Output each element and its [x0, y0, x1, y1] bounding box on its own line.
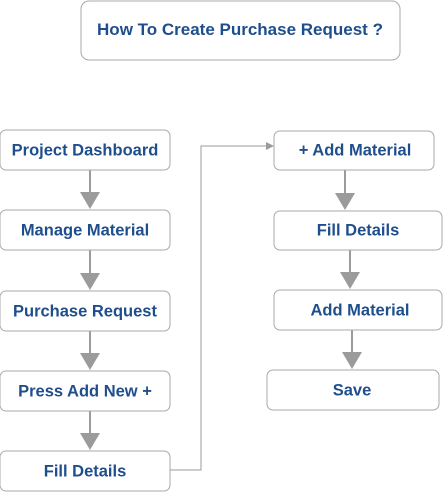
right-column-arrows	[335, 170, 362, 369]
step-manage-material: Manage Material	[0, 209, 171, 251]
step-box	[0, 370, 171, 412]
arrow-left-4-head	[80, 433, 100, 450]
title-box: How To Create Purchase Request ?	[80, 0, 401, 61]
arrow-right-2-head	[340, 272, 360, 289]
arrow-left-2-head	[80, 273, 100, 290]
step-box	[0, 129, 171, 171]
arrow-right-3-head	[342, 352, 362, 369]
column-connector-head	[266, 142, 274, 150]
diagram-title: How To Create Purchase Request ?	[97, 20, 383, 39]
step-label: + Add Material	[299, 141, 412, 159]
step-press-add-new: Press Add New +	[0, 370, 171, 412]
step-box	[273, 289, 443, 331]
title-box-border	[80, 0, 401, 61]
step-box	[273, 210, 443, 251]
step-box	[273, 130, 435, 171]
step-label: Manage Material	[21, 221, 149, 239]
step-label: Project Dashboard	[12, 141, 159, 159]
step-box	[0, 290, 171, 332]
step-label: Press Add New +	[18, 382, 152, 400]
left-column-arrows	[80, 170, 100, 450]
step-label: Fill Details	[44, 462, 127, 480]
right-column: + Add Material Fill Details Add Material…	[266, 130, 443, 411]
column-connector	[170, 142, 274, 471]
step-project-dashboard: Project Dashboard	[0, 129, 171, 171]
step-box	[0, 209, 171, 251]
left-column: Project Dashboard Manage Material Purcha…	[0, 129, 171, 492]
step-add-material-plus: + Add Material	[273, 130, 435, 171]
step-box	[0, 450, 171, 492]
step-fill-details-right: Fill Details	[273, 210, 443, 251]
step-purchase-request: Purchase Request	[0, 290, 171, 332]
step-add-material: Add Material	[273, 289, 443, 331]
step-label: Save	[333, 381, 372, 399]
arrow-left-1-head	[80, 192, 100, 209]
step-label: Fill Details	[317, 221, 400, 239]
step-label: Purchase Request	[13, 302, 157, 320]
column-connector-line	[170, 145, 267, 471]
step-box	[266, 369, 440, 411]
arrow-right-1-head	[335, 193, 355, 210]
arrow-left-3-head	[80, 353, 100, 370]
step-save: Save	[266, 369, 440, 411]
step-fill-details-left: Fill Details	[0, 450, 171, 492]
step-label: Add Material	[310, 301, 409, 319]
